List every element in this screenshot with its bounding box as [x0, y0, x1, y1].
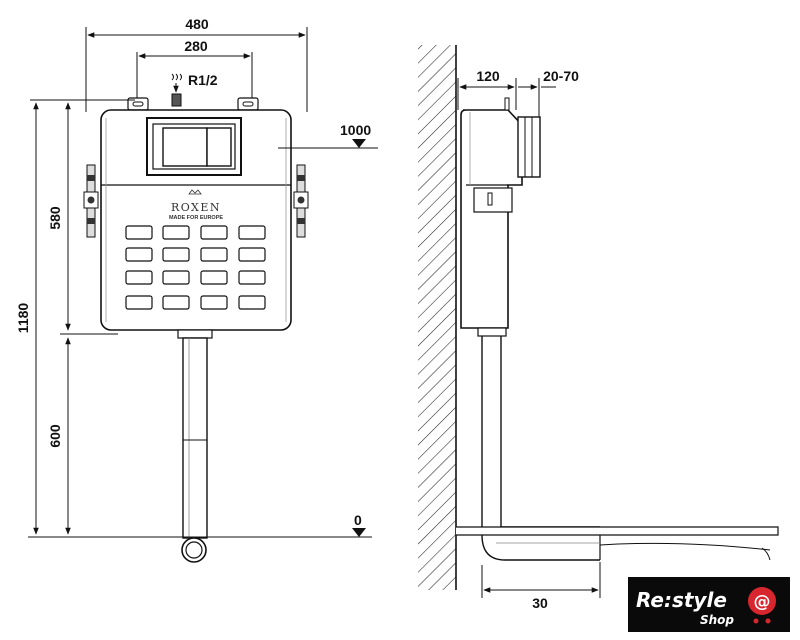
- lower-height-label: 600: [47, 424, 63, 448]
- floor-slab: [456, 526, 779, 561]
- floor-level-label: 0: [354, 512, 362, 528]
- logo-sub: Shop: [700, 613, 734, 627]
- vent-slot: [125, 247, 153, 262]
- side-view: 120 20-70: [418, 45, 779, 611]
- flush-plate-frame: [146, 117, 242, 176]
- vent-slot: [162, 225, 190, 240]
- dimension-upper-height: 580: [47, 102, 71, 331]
- total-width-label: 480: [185, 16, 209, 32]
- flush-level-label: 1000: [340, 122, 371, 138]
- vent-slot: [200, 270, 228, 285]
- dimension-depth: 120: [457, 68, 517, 110]
- vent-slot: [162, 247, 190, 262]
- dimension-lower-height: 600: [47, 333, 118, 535]
- side-bracket-right: [293, 164, 309, 238]
- flush-pipe: [177, 329, 213, 563]
- vent-slot: [200, 295, 228, 310]
- dimension-frame-width: 280: [136, 38, 253, 100]
- vent-slot: [238, 247, 266, 262]
- depth-label: 120: [476, 68, 500, 84]
- svg-text:@: @: [754, 592, 771, 612]
- dimension-total-height: 1180: [15, 99, 135, 535]
- front-view: 480 280 R1/2: [15, 16, 378, 563]
- vent-slot: [125, 270, 153, 285]
- ventilation-grid: [125, 225, 266, 310]
- vent-slot: [162, 295, 190, 310]
- brand-subtitle: MADE FOR EUROPE: [169, 215, 223, 221]
- side-flush-pipe: [477, 327, 601, 561]
- vent-slot: [162, 270, 190, 285]
- total-height-label: 1180: [15, 303, 31, 334]
- upper-height-label: 580: [47, 206, 63, 230]
- restyle-shop-logo: Re:style Shop @: [628, 577, 790, 632]
- flush-level-marker: 1000: [278, 122, 378, 149]
- vent-slot: [200, 247, 228, 262]
- mounting-tabs-top: [127, 97, 259, 111]
- dimension-total-width: 480: [85, 16, 308, 112]
- dimension-outlet-offset: 30: [481, 562, 601, 611]
- cart-icon: @: [748, 587, 776, 624]
- vent-slot: [238, 270, 266, 285]
- brand-mark: ROXEN MADE FOR EUROPE: [169, 189, 223, 221]
- wall-section: [418, 45, 457, 590]
- vent-slot: [238, 295, 266, 310]
- outlet-offset-label: 30: [532, 595, 548, 611]
- vent-slot: [125, 225, 153, 240]
- logo-name: Re:style: [636, 588, 727, 612]
- plate-range-label: 20-70: [543, 68, 579, 84]
- vent-slot: [200, 225, 228, 240]
- vent-slot: [238, 225, 266, 240]
- thread-size-label: R1/2: [188, 72, 218, 88]
- vent-slot: [125, 295, 153, 310]
- water-inlet-symbol: R1/2: [171, 72, 218, 107]
- floor-level-marker: 0: [28, 512, 372, 538]
- dimension-plate-range: 20-70: [518, 68, 579, 118]
- cistern-side-profile: [460, 97, 541, 329]
- frame-width-label: 280: [184, 38, 208, 54]
- side-bracket-left: [83, 164, 99, 238]
- brand-name: ROXEN: [171, 201, 221, 214]
